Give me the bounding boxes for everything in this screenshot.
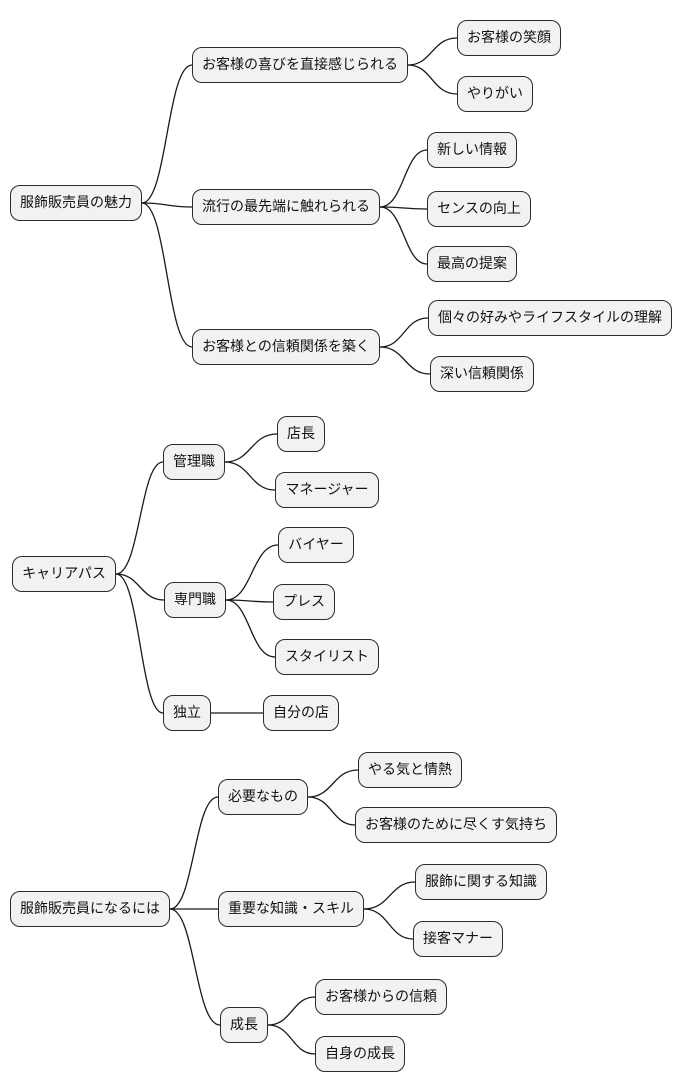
node-t1-b2-c2: センスの向上 xyxy=(427,191,531,227)
node-t3-root: 服飾販売員になるには xyxy=(10,891,170,927)
node-t2-b2-c1: バイヤー xyxy=(278,527,354,563)
node-t2-b3: 独立 xyxy=(163,695,211,731)
connector-line xyxy=(307,796,356,826)
connector-line xyxy=(379,317,429,348)
node-t1-b1-c2: やりがい xyxy=(457,76,533,112)
node-t2-b2-c3: スタイリスト xyxy=(275,639,379,675)
connector-line xyxy=(379,149,428,208)
connector-line xyxy=(225,544,279,601)
node-t1-b3: お客様との信頼関係を築く xyxy=(192,329,380,365)
node-t1-b2: 流行の最先端に触れられる xyxy=(192,189,380,225)
connector-line xyxy=(307,769,359,798)
connector-line xyxy=(141,64,193,204)
connector-line xyxy=(224,433,278,463)
connector-line xyxy=(267,996,316,1026)
node-t3-b2-c2: 接客マナー xyxy=(413,921,503,957)
connector-line xyxy=(141,202,193,348)
node-t1-b1-c1: お客様の笑顔 xyxy=(457,20,561,56)
node-t2-b3-c1: 自分の店 xyxy=(263,695,339,731)
connector-line xyxy=(224,461,276,491)
node-t3-b1-c1: やる気と情熱 xyxy=(358,752,462,788)
node-t2-root: キャリアパス xyxy=(12,556,116,592)
node-t1-b3-c1: 個々の好みやライフスタイルの理解 xyxy=(428,300,672,336)
node-t3-b1-c2: お客様のために尽くす気持ち xyxy=(355,807,557,843)
node-t1-b1: お客様の喜びを直接感じられる xyxy=(192,47,408,83)
node-t2-b2: 専門職 xyxy=(164,582,226,618)
node-t1-b2-c3: 最高の提案 xyxy=(427,246,517,282)
node-t3-b2-c1: 服飾に関する知識 xyxy=(415,864,547,900)
connector-line xyxy=(115,461,164,575)
node-t2-b1: 管理職 xyxy=(163,444,225,480)
node-t3-b3-c1: お客様からの信頼 xyxy=(315,979,447,1015)
node-t3-b1: 必要なもの xyxy=(218,779,308,815)
node-t3-b3: 成長 xyxy=(220,1007,268,1043)
connector-line xyxy=(379,346,431,375)
connector-line xyxy=(379,206,428,210)
connector-line xyxy=(267,1024,316,1055)
node-t3-b3-c2: 自身の成長 xyxy=(315,1036,405,1072)
connector-line xyxy=(407,37,458,66)
connector-line xyxy=(115,573,164,714)
connector-line xyxy=(363,881,416,910)
connector-line xyxy=(225,599,274,603)
node-t2-b2-c2: プレス xyxy=(273,584,335,620)
node-t1-b3-c2: 深い信頼関係 xyxy=(430,356,534,392)
node-t2-b1-c2: マネージャー xyxy=(275,472,379,508)
connector-line xyxy=(115,573,165,601)
node-t1-root: 服飾販売員の魅力 xyxy=(10,185,142,221)
connector-line xyxy=(225,599,276,658)
connector-line xyxy=(169,908,221,1026)
connector-line xyxy=(169,796,219,910)
node-t1-b2-c1: 新しい情報 xyxy=(427,132,517,168)
connector-line xyxy=(141,202,193,208)
connector-line xyxy=(363,908,414,940)
node-t3-b2: 重要な知識・スキル xyxy=(218,891,364,927)
connector-line xyxy=(379,206,428,265)
node-t2-b1-c1: 店長 xyxy=(277,416,325,452)
connector-line xyxy=(407,64,458,95)
